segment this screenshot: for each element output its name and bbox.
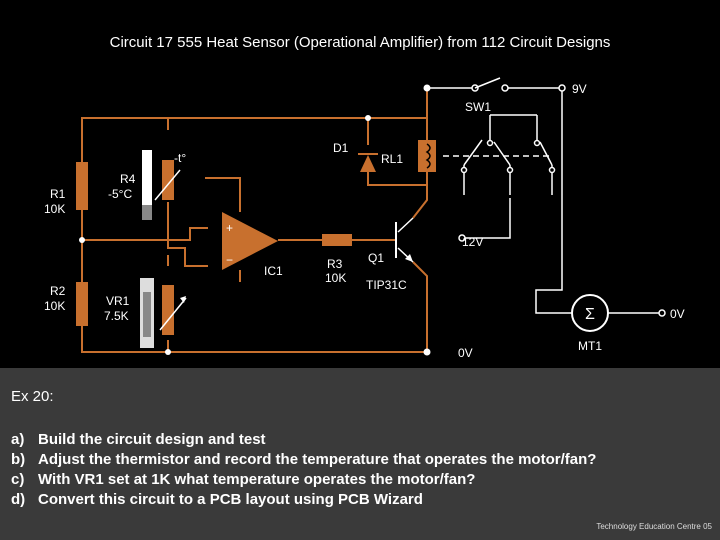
label-9v: 9V (572, 82, 587, 96)
label-tip31c: TIP31C (366, 278, 407, 292)
label-r2-value: 10K (44, 299, 65, 313)
task-text: Build the circuit design and test (38, 431, 266, 448)
list-item: c) With VR1 set at 1K what temperature op… (11, 470, 596, 490)
task-text: With VR1 set at 1K what temperature oper… (38, 471, 476, 488)
thermistor-r4 (142, 150, 181, 220)
page-title: Circuit 17 555 Heat Sensor (Operational … (109, 34, 611, 51)
list-item: b) Adjust the thermistor and record the t… (11, 450, 596, 470)
label-sw1: SW1 (465, 100, 491, 114)
terminal-0v (423, 348, 431, 356)
exercise-panel (0, 368, 720, 540)
junction-node (365, 115, 371, 121)
resistor-r3 (322, 234, 352, 246)
label-d1: D1 (333, 141, 349, 155)
label-vr1-name: VR1 (106, 294, 130, 308)
label-r4-name: R4 (120, 172, 136, 186)
junction-node (79, 237, 85, 243)
label-r3-name: R3 (327, 257, 343, 271)
label-0v-motor: 0V (670, 307, 685, 321)
task-marker: b) (11, 451, 26, 468)
terminal-12v (458, 234, 466, 242)
label-opamp-minus: − (226, 253, 233, 267)
task-marker: a) (11, 431, 25, 448)
exercise-heading: Ex 20: (11, 388, 54, 405)
label-r4-value: -5°C (108, 187, 132, 201)
relay-coil-rl1 (418, 140, 436, 172)
opamp-ic1 (222, 212, 278, 270)
switch-sw1 (471, 77, 566, 92)
switch-motor-wires (427, 87, 662, 314)
label-opamp-plus: + (226, 221, 233, 235)
terminal-0v-motor (658, 309, 666, 317)
task-text: Convert this circuit to a PCB layout usi… (38, 491, 423, 508)
label-ic1: IC1 (264, 264, 283, 278)
label-12v: 12V (462, 235, 483, 249)
diode-d1 (358, 153, 378, 172)
label-r1-value: 10K (44, 202, 65, 216)
junction-node (165, 349, 171, 355)
motor-mt1: Σ (571, 294, 609, 332)
label-r3-value: 10K (325, 271, 346, 285)
task-text: Adjust the thermistor and record the tem… (38, 451, 597, 468)
list-item: a) Build the circuit design and test (11, 430, 596, 450)
label-vr1-value: 7.5K (104, 309, 129, 323)
task-list: a) Build the circuit design and test b) Ad… (11, 430, 596, 510)
task-marker: c) (11, 471, 25, 488)
label-mt1: MT1 (578, 339, 602, 353)
variable-resistor-vr1 (140, 278, 187, 348)
resistor-r2 (76, 282, 88, 326)
transistor-q1 (395, 217, 414, 263)
terminal-9v (423, 84, 431, 92)
label-r2-name: R2 (50, 284, 66, 298)
list-item: d) Convert this circuit to a PCB layout u… (11, 490, 596, 510)
motor-symbol: Σ (585, 306, 595, 323)
label-r1-name: R1 (50, 187, 66, 201)
circuit-diagram: Σ SW1 9V D1 RL1 -t° R4 -5°C R1 10K R2 10… (44, 77, 685, 360)
label-temperature: -t° (174, 151, 186, 165)
label-q1: Q1 (368, 251, 384, 265)
footer-credit: Technology Education Centre 05 (596, 522, 712, 531)
resistor-r1 (76, 162, 88, 210)
relay-contacts (460, 139, 556, 174)
label-0v-bottom: 0V (458, 346, 473, 360)
task-marker: d) (11, 491, 26, 508)
label-rl1: RL1 (381, 152, 403, 166)
circuit-wires (81, 88, 428, 353)
